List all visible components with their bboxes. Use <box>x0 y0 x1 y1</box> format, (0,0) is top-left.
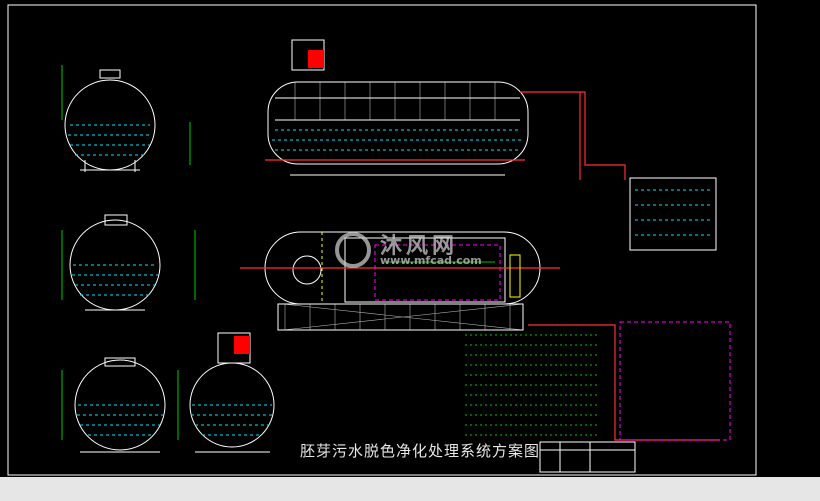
cad-drawing-canvas[interactable]: 胚芽污水脱色净化处理系统方案图 沐风网 www.mfcad.com <box>0 0 820 477</box>
tank-side-view-3 <box>74 359 166 451</box>
status-bar <box>0 477 820 501</box>
main-tank-elevation <box>267 81 529 165</box>
watermark-name: 沐风网 <box>380 234 459 259</box>
drawing-frame <box>7 4 757 476</box>
foundation <box>277 303 524 331</box>
dimension-lines <box>61 65 600 440</box>
side-tank <box>629 177 717 251</box>
tank-side-view-4 <box>189 362 275 448</box>
watermark-url: www.mfcad.com <box>380 254 482 267</box>
drawing-title: 胚芽污水脱色净化处理系统方案图 <box>300 442 541 460</box>
cad-drawing <box>7 4 757 476</box>
watermark-logo <box>335 232 371 268</box>
title-block-table <box>539 441 636 473</box>
water-hatch <box>68 124 712 436</box>
